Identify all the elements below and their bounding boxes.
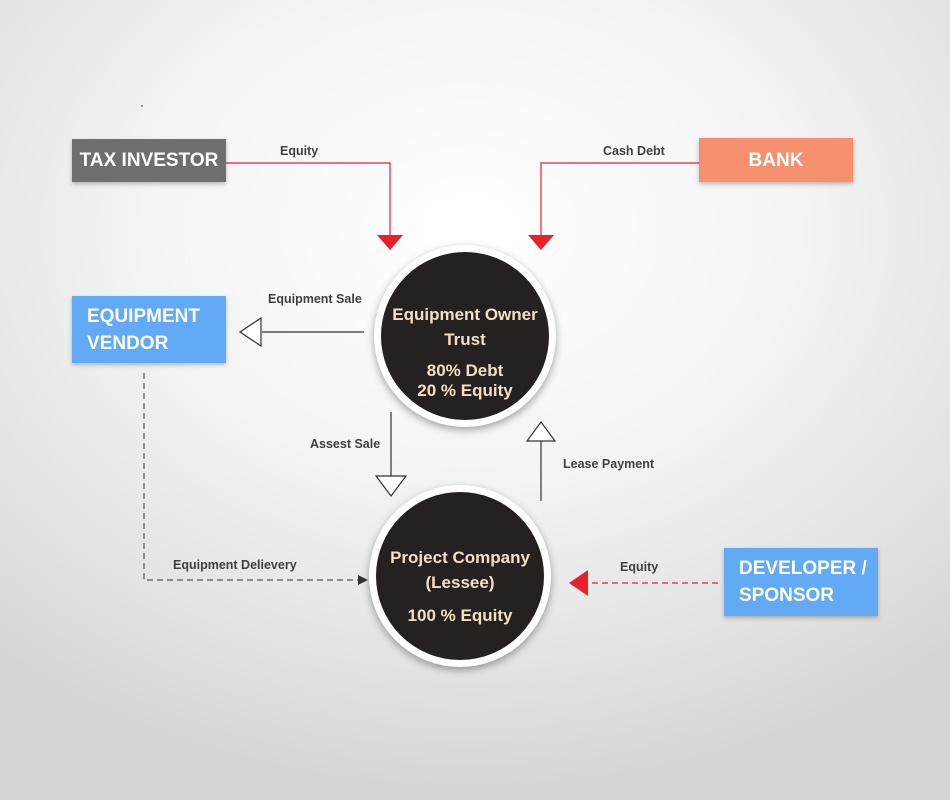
- trust-equity-share: 20 % Equity: [417, 381, 513, 400]
- bank-box: BANK: [699, 138, 853, 182]
- equipment-vendor-label-line2: VENDOR: [87, 332, 169, 354]
- equipment-sale-arrowhead: [238, 316, 262, 348]
- project-title-line1: Project Company: [390, 548, 530, 567]
- lease-payment-arrowhead: [525, 420, 557, 442]
- lease-payment-label: Lease Payment: [563, 457, 655, 471]
- developer-sponsor-box: DEVELOPER / SPONSOR: [724, 548, 878, 616]
- tax-investor-label: TAX INVESTOR: [79, 150, 219, 171]
- trust-title-line1: Equipment Owner: [392, 305, 538, 324]
- asset-sale-label: Assest Sale: [310, 437, 381, 451]
- cash-debt-connector: [540, 162, 699, 236]
- equipment-delivery-arrowhead: [358, 575, 368, 585]
- project-title-line2: (Lessee): [425, 573, 495, 592]
- equipment-delivery-connector: [143, 373, 358, 581]
- equipment-owner-trust-node: Equipment Owner Trust 80% Debt 20 % Equi…: [374, 245, 556, 427]
- tax-investor-box: TAX INVESTOR: [72, 139, 226, 182]
- trust-title-line2: Trust: [444, 330, 486, 349]
- bank-label: BANK: [748, 149, 804, 171]
- project-equity-share: 100 % Equity: [407, 606, 513, 625]
- tax-equity-label: Equity: [280, 144, 319, 158]
- cash-debt-arrowhead: [528, 235, 554, 250]
- equipment-vendor-label-line1: EQUIPMENT: [87, 305, 200, 327]
- developer-sponsor-label-line1: DEVELOPER /: [739, 558, 867, 579]
- asset-sale-arrowhead: [374, 475, 408, 497]
- tax-equity-connector: [226, 162, 391, 236]
- equipment-vendor-box: EQUIPMENT VENDOR: [72, 296, 226, 363]
- tax-equity-arrowhead: [377, 235, 403, 250]
- developer-equity-arrowhead: [569, 570, 588, 596]
- equipment-delivery-label: Equipment Delievery: [173, 558, 297, 572]
- trust-debt-share: 80% Debt: [426, 361, 504, 380]
- developer-sponsor-label-line2: SPONSOR: [739, 585, 835, 606]
- project-company-node: Project Company (Lessee) 100 % Equity: [369, 485, 551, 667]
- stray-dot: [141, 105, 143, 107]
- developer-equity-label: Equity: [620, 560, 659, 574]
- cash-debt-label: Cash Debt: [603, 144, 665, 158]
- equipment-sale-label: Equipment Sale: [268, 292, 362, 306]
